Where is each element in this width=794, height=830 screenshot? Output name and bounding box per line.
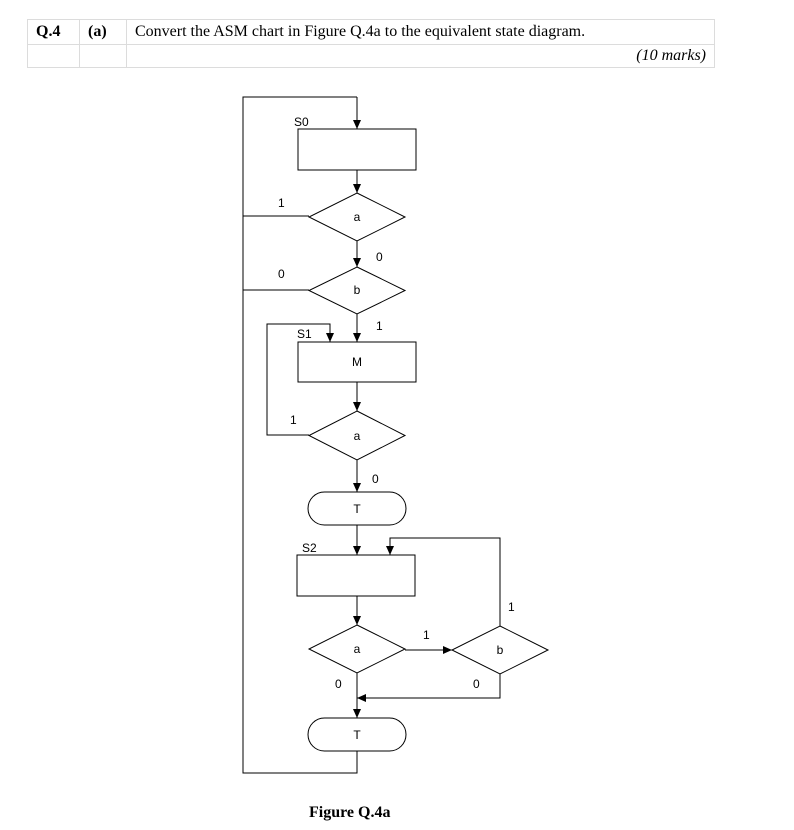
decision-diamond-a xyxy=(307,192,407,242)
branch-label: 0 xyxy=(335,677,342,691)
branch-label: 1 xyxy=(278,196,285,210)
state-box-s1 xyxy=(297,341,417,383)
condition-label: a xyxy=(354,210,361,224)
condition-label: b xyxy=(354,283,361,297)
decision-diamond-a xyxy=(307,624,407,674)
question-marks: (10 marks) xyxy=(126,44,715,68)
branch-label: 1 xyxy=(423,628,430,642)
branch-label: 0 xyxy=(376,250,383,264)
loop-line xyxy=(386,537,501,626)
decision-diamond-a xyxy=(307,410,407,461)
state-box-s0 xyxy=(297,128,417,171)
branch-label: 1 xyxy=(508,600,515,614)
decision-diamond-b xyxy=(450,625,550,675)
output-label-t: T xyxy=(353,728,361,742)
condition-label: a xyxy=(354,429,361,443)
question-table: Q.4 (a) Convert the ASM chart in Figure … xyxy=(27,19,715,68)
figure-caption: Figure Q.4a xyxy=(309,804,391,821)
branch-label: 1 xyxy=(376,319,383,333)
branch-label: 0 xyxy=(372,472,379,486)
decision-diamond-b xyxy=(307,266,407,315)
loop-line xyxy=(266,323,334,436)
state-label-s1: S1 xyxy=(297,327,312,341)
output-label-m: M xyxy=(352,355,362,369)
question-number: Q.4 xyxy=(27,19,80,45)
branch-label: 0 xyxy=(278,267,285,281)
state-box-s2 xyxy=(296,554,416,597)
condition-label: b xyxy=(497,643,504,657)
conditional-output-box xyxy=(307,491,407,526)
output-label-t: T xyxy=(353,502,361,516)
question-part: (a) xyxy=(79,19,127,45)
state-label-s0: S0 xyxy=(294,115,309,129)
loop-line xyxy=(242,96,358,774)
empty-cell xyxy=(27,44,80,68)
condition-label: a xyxy=(354,642,361,656)
branch-label: 0 xyxy=(473,677,480,691)
branch-label: 1 xyxy=(290,413,297,427)
state-label-s2: S2 xyxy=(302,541,317,555)
conditional-output-box xyxy=(307,717,407,752)
branch-line xyxy=(357,674,501,702)
